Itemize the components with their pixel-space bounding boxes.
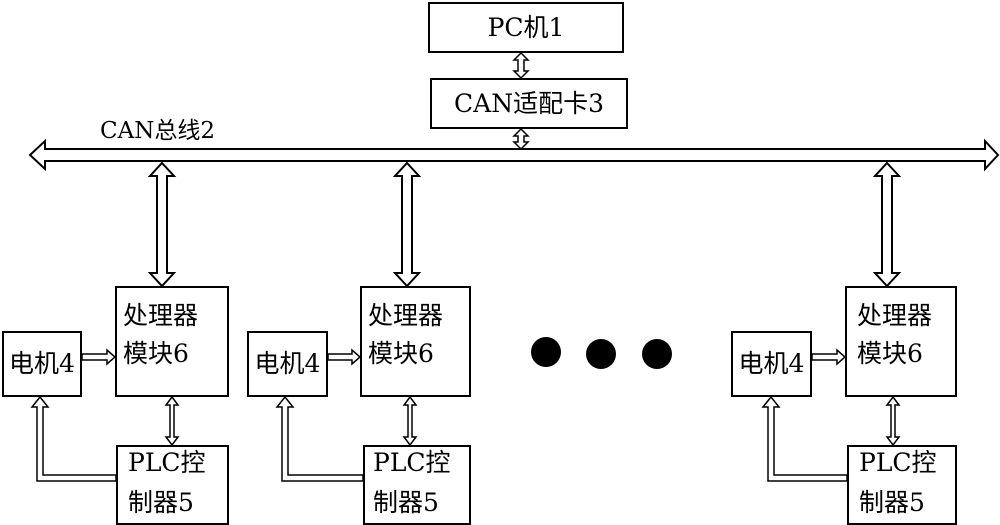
motor-to-processor-arrow	[327, 348, 362, 366]
pc-box: PC机1	[428, 2, 624, 53]
motor-to-processor-arrow	[811, 348, 847, 366]
processor-plc-arrow	[885, 395, 901, 447]
ellipsis-dot	[531, 337, 561, 367]
plc-label-line1: PLC控	[128, 448, 206, 477]
plc-to-motor-feedback-arrow	[275, 395, 364, 482]
ellipsis-dot	[642, 339, 672, 369]
processor-module-box: 处理器 模块6	[845, 286, 957, 397]
plc-label-line2: 制器5	[373, 488, 439, 517]
motor-box: 电机4	[2, 331, 82, 397]
plc-label-line2: 制器5	[128, 488, 194, 517]
plc-controller-box: PLC控 制器5	[363, 445, 471, 525]
can-bus-label: CAN总线2	[100, 118, 215, 144]
processor-label-line1: 处理器	[368, 301, 444, 330]
processor-plc-arrow	[402, 395, 418, 447]
plc-controller-box: PLC控 制器5	[116, 445, 229, 525]
processor-label-line1: 处理器	[123, 301, 199, 330]
plc-to-motor-feedback-arrow	[30, 395, 117, 482]
processor-label-line2: 模块6	[368, 339, 434, 368]
plc-label-line1: PLC控	[373, 448, 451, 477]
processor-module-box: 处理器 模块6	[360, 286, 471, 397]
adapter-bus-arrow	[512, 127, 530, 151]
plc-label-line1: PLC控	[859, 448, 937, 477]
motor-label: 电机4	[254, 349, 321, 378]
processor-label-line2: 模块6	[123, 339, 189, 368]
plc-to-motor-feedback-arrow	[761, 395, 848, 482]
motor-label: 电机4	[9, 349, 75, 378]
motor-label: 电机4	[738, 349, 805, 378]
plc-controller-box: PLC控 制器5	[847, 445, 957, 525]
plc-label-line2: 制器5	[859, 488, 925, 517]
bus-processor-arrow	[147, 161, 177, 288]
processor-plc-arrow	[164, 395, 180, 447]
bus-processor-arrow	[872, 161, 902, 288]
processor-module-box: 处理器 模块6	[115, 286, 229, 397]
motor-box: 电机4	[247, 331, 328, 397]
processor-label-line2: 模块6	[857, 339, 923, 368]
ellipsis-dot	[586, 339, 616, 369]
processor-label-line1: 处理器	[857, 301, 933, 330]
pc-label: PC机1	[487, 12, 565, 42]
motor-box: 电机4	[731, 331, 812, 397]
motor-to-processor-arrow	[81, 348, 117, 366]
pc-adapter-arrow	[512, 51, 530, 80]
bus-processor-arrow	[392, 161, 422, 288]
can-adapter-label: CAN适配卡3	[454, 88, 604, 118]
can-bus-arrow	[28, 138, 1000, 172]
can-adapter-box: CAN适配卡3	[430, 78, 628, 129]
